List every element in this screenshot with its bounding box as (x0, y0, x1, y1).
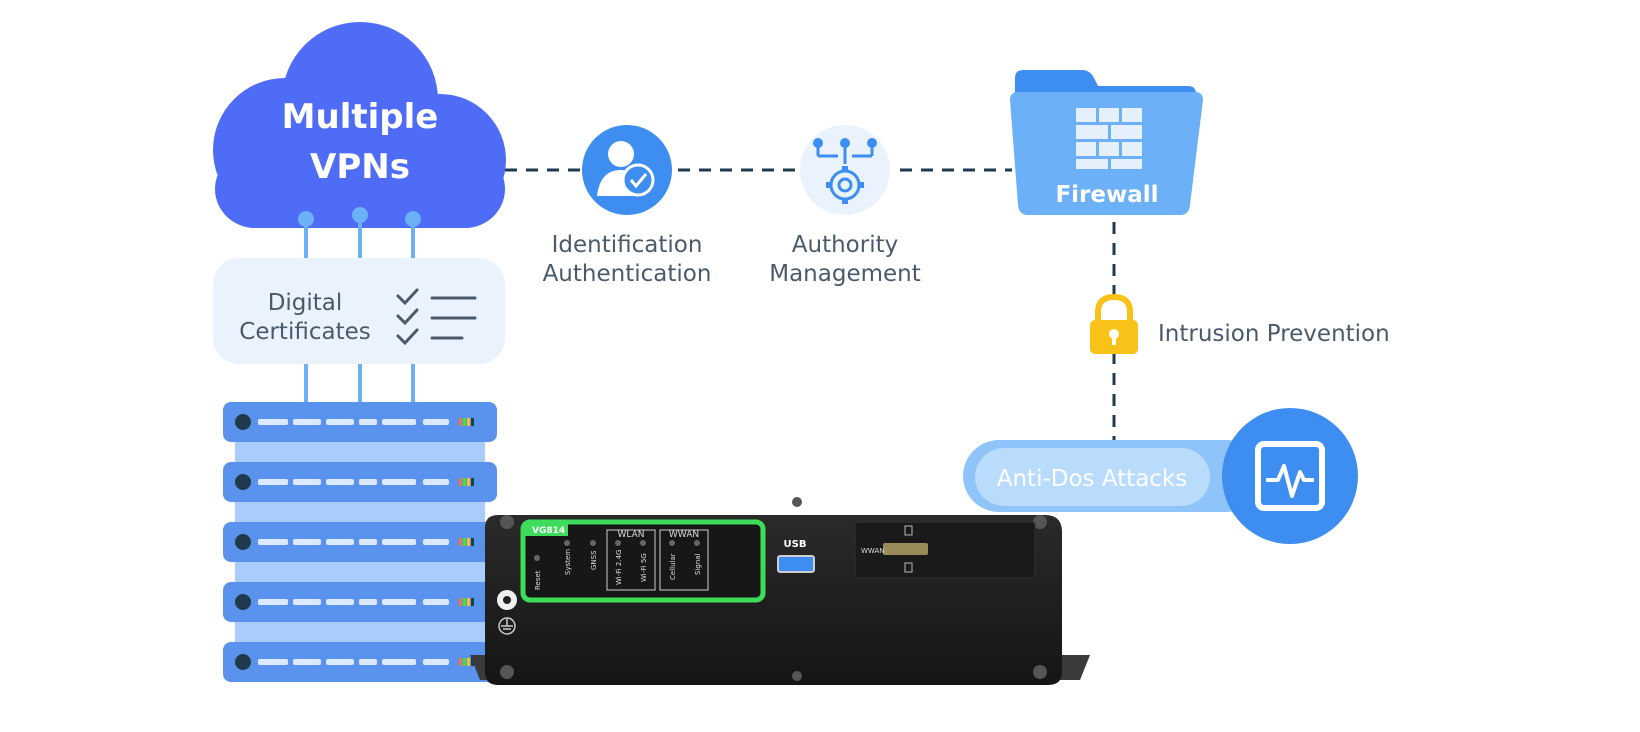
signal-label: Signal (694, 553, 702, 575)
usb-label: USB (784, 539, 807, 550)
server-unit (223, 522, 497, 562)
brick-wall-icon (1076, 108, 1142, 169)
connector-lines (505, 168, 1116, 440)
gnss-label: GNSS (590, 550, 598, 570)
sim-slot (883, 543, 928, 555)
wifi24-label: Wi-Fi 2.4G (615, 550, 623, 585)
user-check-icon (582, 125, 672, 215)
server-unit (223, 402, 497, 442)
monitor-pulse-icon (1222, 408, 1358, 544)
wwan-label: WWAN (669, 530, 699, 540)
router-device: VG814 WLAN WWAN Reset System GNSS Wi-Fi … (470, 497, 1090, 685)
checklist-icon (396, 288, 477, 346)
identification-label-line2: Authentication (543, 261, 712, 287)
intrusion-label: Intrusion Prevention (1158, 321, 1390, 347)
reset-label: Reset (534, 570, 542, 590)
cloud-pins (298, 207, 421, 262)
wwan-slot-label: WWAN (861, 547, 885, 555)
authority-label-line2: Management (769, 261, 921, 287)
firewall-label: Firewall (1055, 182, 1158, 208)
antidos-pill-inner (975, 448, 1210, 506)
server-stack (223, 402, 497, 682)
certificates-box (213, 258, 505, 364)
sim-tray (854, 521, 1036, 579)
wifi5-label: Wi-Fi 5G (640, 553, 648, 582)
identification-label-line1: Identification (552, 232, 703, 258)
certificates-label-line1: Digital (268, 290, 343, 316)
cloud-label-line1: Multiple (282, 97, 439, 137)
lock-icon (1090, 293, 1138, 354)
certificates-label-line2: Certificates (239, 319, 370, 345)
cloud-label-line2: VPNs (310, 147, 410, 187)
antidos-label: Anti-Dos Attacks (997, 466, 1188, 492)
server-links (304, 364, 415, 402)
server-unit (223, 582, 497, 622)
server-unit (223, 462, 497, 502)
cellular-label: Cellular (669, 553, 677, 580)
system-label: System (564, 549, 572, 575)
gear-network-icon (800, 125, 890, 215)
ground-icon (498, 617, 516, 635)
device-model: VG814 (532, 526, 565, 536)
authority-label-line1: Authority (792, 232, 898, 258)
server-unit (223, 642, 497, 682)
vpn-cloud (213, 22, 506, 228)
wlan-label: WLAN (617, 530, 644, 540)
usb-port (777, 555, 815, 573)
